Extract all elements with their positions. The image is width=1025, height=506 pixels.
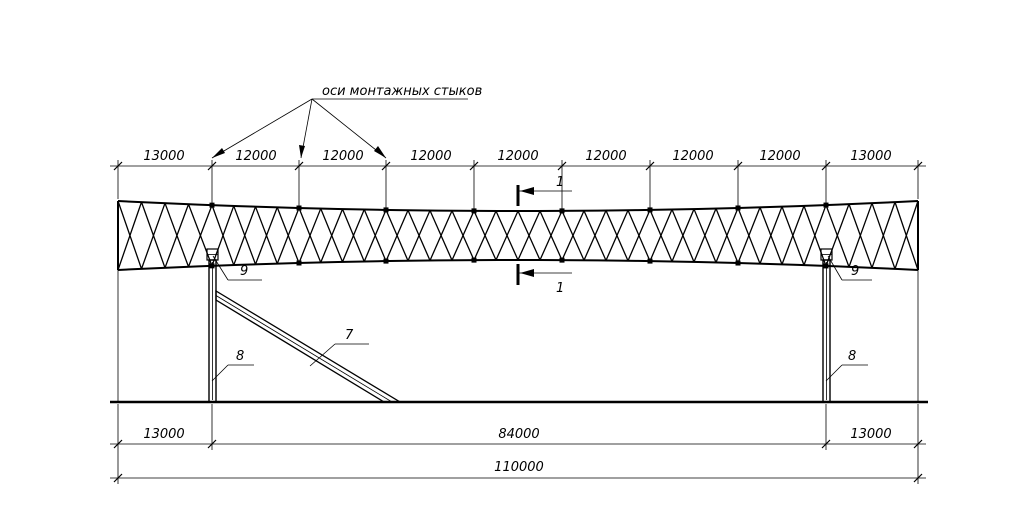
truss <box>117 200 919 271</box>
callout-right-column: 8 <box>825 349 868 382</box>
dimension-tick <box>913 161 923 171</box>
assembly-joints-label: оси монтажных стыков <box>322 84 482 99</box>
lattice-diagonal <box>894 200 919 270</box>
truss-node <box>735 260 741 266</box>
lattice-diagonal <box>473 210 497 261</box>
diagonal-brace <box>215 289 403 403</box>
section-label-top: 1 <box>556 175 564 190</box>
dimension-tick <box>557 161 567 171</box>
lattice-diagonal <box>495 210 519 261</box>
dimension-tick <box>207 161 217 171</box>
lattice-diagonal <box>429 210 453 261</box>
dim-top-8: 12000 <box>759 149 800 164</box>
lattice-diagonal <box>320 208 344 263</box>
dim-top-1: 13000 <box>143 149 184 164</box>
dim-top-9: 13000 <box>850 149 891 164</box>
dimension-tick <box>469 161 479 171</box>
callout-left-bearing: 9 <box>212 255 262 281</box>
lower-dimension-chain: 13000 84000 13000 <box>110 404 926 450</box>
lattice-diagonal <box>671 208 695 262</box>
dim-top-5: 12000 <box>497 149 538 164</box>
truss-node <box>471 208 477 214</box>
lattice-diagonal <box>276 207 300 264</box>
lattice-diagonal <box>517 210 541 261</box>
dimension-tick <box>733 161 743 171</box>
dim-top-2: 12000 <box>235 149 276 164</box>
dim-bottom-middle: 84000 <box>498 427 539 442</box>
callout-left-column: 8 <box>211 349 254 382</box>
lattice-diagonal <box>627 209 651 262</box>
lattice-diagonal <box>341 209 365 263</box>
truss-node <box>559 257 565 263</box>
lattice-diagonal <box>539 210 563 261</box>
lattice-diagonal <box>561 210 585 261</box>
lattice-diagonal <box>254 207 278 265</box>
lattice-diagonal <box>298 208 322 264</box>
lattice-diagonal <box>233 206 257 266</box>
lattice-diagonal <box>649 209 673 262</box>
lattice-diagonal <box>715 207 739 263</box>
lattice-diagonal <box>871 201 896 269</box>
truss-node <box>209 202 215 208</box>
lattice-diagonal <box>759 206 783 264</box>
truss-node <box>209 263 215 269</box>
dim-top-3: 12000 <box>322 149 363 164</box>
overall-dimension: 110000 <box>110 450 926 484</box>
dim-bottom-right: 13000 <box>850 427 891 442</box>
truss-node <box>735 205 741 211</box>
lattice-diagonal <box>164 203 190 269</box>
lattice-diagonal <box>211 205 235 267</box>
lattice-diagonal <box>363 209 387 262</box>
lattice-diagonal <box>385 209 409 262</box>
top-dimension-chain: 13000 12000 12000 12000 12000 12000 1200… <box>110 149 926 171</box>
callout-label-8-left: 8 <box>236 349 244 364</box>
dimension-tick <box>113 161 123 171</box>
left-bearing <box>206 248 219 261</box>
dimension-tick <box>821 161 831 171</box>
lattice-diagonal <box>825 203 850 267</box>
callout-right-bearing: 9 <box>827 255 872 281</box>
truss-node <box>296 205 302 211</box>
callout-label-9-left: 9 <box>240 264 248 279</box>
truss-node <box>383 207 389 213</box>
lattice-diagonal <box>737 207 761 264</box>
dimension-tick <box>645 161 655 171</box>
lattice-diagonal <box>451 210 475 261</box>
lattice-diagonal <box>605 209 629 261</box>
lattice-diagonal <box>848 202 873 268</box>
truss-node <box>823 263 829 269</box>
lattice-diagonal <box>187 204 213 268</box>
dim-overall: 110000 <box>494 460 544 475</box>
dimension-tick <box>294 161 304 171</box>
truss-node <box>647 207 653 213</box>
dim-bottom-left: 13000 <box>143 427 184 442</box>
lattice-diagonal <box>803 204 827 266</box>
dim-top-7: 12000 <box>672 149 713 164</box>
dim-top-4: 12000 <box>410 149 451 164</box>
section-mark: 1 1 <box>516 175 572 296</box>
lattice-diagonal <box>407 210 431 262</box>
truss-node <box>383 258 389 264</box>
lattice-diagonal <box>583 210 607 261</box>
callout-label-7: 7 <box>345 328 354 343</box>
callout-label-9-right: 9 <box>851 264 859 279</box>
truss-node <box>471 257 477 263</box>
truss-node <box>559 208 565 214</box>
section-label-bottom: 1 <box>556 281 564 296</box>
callout-label-8-right: 8 <box>848 349 856 364</box>
dimension-tick <box>381 161 391 171</box>
lattice-diagonal <box>117 201 143 271</box>
callout-brace: 7 <box>309 328 369 367</box>
truss-node <box>823 202 829 208</box>
truss-node <box>647 258 653 264</box>
lattice-diagonal <box>140 202 166 270</box>
dim-top-6: 12000 <box>585 149 626 164</box>
lattice-diagonal <box>693 208 717 263</box>
assembly-joints-annotation: оси монтажных стыков <box>211 84 482 159</box>
truss-node <box>296 260 302 266</box>
lattice-diagonal <box>781 205 805 265</box>
right-bearing <box>820 248 833 261</box>
